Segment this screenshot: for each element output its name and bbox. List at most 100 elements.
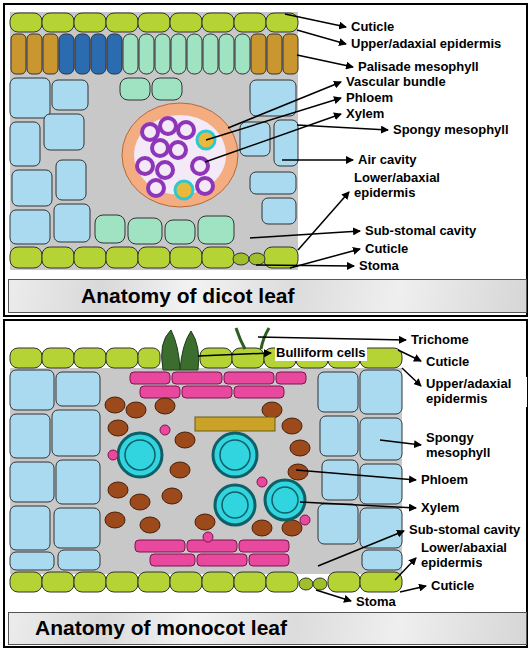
trichome: [236, 328, 245, 349]
palisade-cell: [123, 34, 138, 74]
leader-line: [395, 558, 416, 580]
xylem-vessel: [197, 178, 213, 194]
mesophyll-cell: [198, 216, 234, 244]
palisade-cell: [267, 34, 282, 74]
sclerenchyma-cell: [300, 515, 310, 525]
mesophyll-cell: [120, 78, 150, 100]
leader-line: [298, 192, 349, 250]
epidermal-cell: [106, 348, 138, 368]
xylem-vessel: [160, 118, 176, 134]
epidermal-cell: [138, 247, 170, 268]
part-label: Cuticle: [350, 20, 395, 35]
part-label: Lower/abaxial epidermis: [353, 171, 465, 201]
panel-frame: [4, 4, 527, 316]
air-cavity: [10, 12, 298, 270]
guard-cell: [249, 253, 265, 265]
spongy-cell: [318, 372, 358, 412]
leader-line: [282, 159, 353, 161]
spongy-cell: [12, 170, 52, 206]
epidermal-cell: [266, 572, 298, 592]
caption-text: Anatomy of dicot leaf: [9, 284, 526, 308]
phloem-cell: [175, 181, 193, 199]
leader-line: [297, 55, 353, 67]
mesophyll-cell: [128, 218, 162, 244]
palisade-cell: [107, 34, 122, 74]
spongy-cell: [10, 552, 54, 570]
spongy-cell: [362, 550, 402, 570]
sclerenchyma-cell: [187, 540, 237, 552]
part-label: Cuticle: [425, 355, 470, 370]
bundle-sheath-cell: [252, 520, 272, 536]
epidermal-cell: [360, 572, 402, 592]
part-label: Palisade mesophyll: [357, 60, 480, 75]
bundle-sheath-cell: [108, 482, 128, 498]
bundle-sheath-cell: [105, 512, 125, 528]
bundle-sheath-cell: [155, 398, 175, 414]
palisade-cell: [27, 34, 42, 74]
xylem-vessel: [178, 122, 194, 138]
xylem-wall: [220, 440, 250, 470]
bundle-sheath-cell: [162, 488, 182, 504]
epidermal-cell: [10, 348, 42, 368]
bundle-sheath-cell: [290, 440, 310, 456]
part-label: Cuticle: [364, 242, 409, 257]
xylem-vessel: [213, 433, 257, 477]
trichome: [261, 328, 269, 349]
caption-band: Anatomy of monocot leaf: [8, 612, 527, 645]
part-label: Xylem: [345, 107, 385, 122]
spongy-cell: [240, 122, 270, 156]
palisade-cell: [75, 34, 90, 74]
palisade-cell: [283, 34, 298, 74]
part-label: Sub-stomal cavity: [364, 224, 477, 239]
leader-line: [228, 82, 341, 128]
leader-line: [402, 368, 421, 386]
spongy-cell: [360, 370, 402, 414]
panel-frame: [4, 320, 527, 647]
sclerenchyma-cell: [276, 372, 306, 384]
palisade-cell: [251, 34, 266, 74]
palisade-cell: [91, 34, 106, 74]
part-label: Upper/adaxial epidermis: [350, 37, 502, 52]
bundle-sheath-cell: [288, 464, 308, 480]
palisade-cell: [235, 34, 250, 74]
spongy-cell: [10, 506, 50, 550]
sclerenchyma-cell: [160, 425, 170, 435]
epidermal-cell: [42, 13, 74, 32]
leader-line: [250, 231, 360, 238]
palisade-cell: [11, 34, 26, 74]
sclerenchyma-cell: [108, 450, 118, 460]
part-label: Stoma: [355, 595, 397, 610]
part-label: Phloem: [420, 473, 469, 488]
spongy-cell: [44, 114, 84, 150]
bundle-sheath-cell: [126, 402, 146, 418]
part-label: Spongy mesophyll: [392, 123, 510, 138]
sclerenchyma-cell: [130, 372, 170, 384]
sclerenchyma-cell: [182, 386, 232, 398]
guard-cell: [233, 253, 249, 265]
epidermal-cell: [106, 13, 138, 32]
sclerenchyma-cell: [239, 540, 289, 552]
epidermal-cell: [42, 247, 74, 268]
guard-cell: [313, 578, 327, 590]
spongy-cell: [274, 120, 298, 166]
mesophyll-cell: [152, 78, 182, 100]
sclerenchyma-cell: [135, 540, 185, 552]
spongy-cell: [10, 370, 54, 410]
bundle-sheath-cell: [175, 432, 195, 448]
xylem-vessel: [170, 142, 186, 158]
leader-line: [316, 590, 351, 601]
sclerenchyma-cell: [203, 532, 213, 542]
part-label: Cuticle: [430, 579, 475, 594]
part-label: Lower/abaxial epidermis: [420, 541, 522, 571]
epidermal-cell: [232, 348, 264, 368]
spongy-cell: [10, 78, 50, 118]
epidermal-cell: [10, 247, 42, 268]
spongy-cell: [52, 80, 88, 110]
bundle-sheath-cell: [282, 418, 302, 434]
spongy-cell: [262, 198, 296, 224]
spongy-cell: [56, 372, 100, 406]
epidermal-cell: [42, 348, 74, 368]
palisade-cell: [203, 34, 218, 74]
xylem-vessel: [192, 158, 208, 174]
spongy-cell: [360, 418, 402, 460]
